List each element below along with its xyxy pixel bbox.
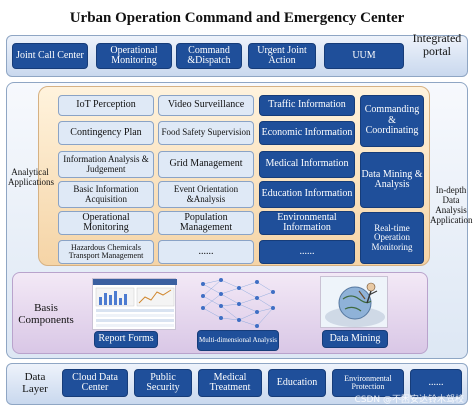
app-medical-information: Medical Information [259,151,355,178]
app-education-information: Education Information [259,181,355,208]
app-population-management: Population Management [158,211,254,235]
analytical-applications-label: Analytical Applications [8,167,54,187]
app-environmental-information: Environmental Information [259,211,355,235]
basis-multi-dimensional-analysis: Multi-dimensional Analysis [197,330,279,351]
in-depth-data-analysis-label: In-depth Data Analysis Application [430,185,473,225]
data-environmental-protection: Environmental Protection [332,369,404,397]
app-hazardous-chemicals: Hazardous Chemicals Transport Management [58,240,154,264]
app-video-surveillance: Video Surveillance [158,95,254,116]
data-medical-treatment: Medical Treatment [198,369,262,397]
data-mining-image [320,276,388,328]
app-iot-perception: IoT Perception [58,95,154,116]
watermark: CSDN @不困安达铃木驾校 [354,395,464,405]
data-ellipsis: ...... [410,369,462,397]
app-information-analysis: Information Analysis & Judgement [58,151,154,178]
portal-command-dispatch: Command &Dispatch [176,43,242,69]
portal-operational-monitoring: Operational Monitoring [96,43,172,69]
app-realtime-operation-monitoring: Real-time Operation Monitoring [360,212,424,264]
portal-joint-call-center: Joint Call Center [12,43,88,69]
diagram-title: Urban Operation Command and Emergency Ce… [69,10,405,26]
integrated-portal-label: Integrated portal [412,31,462,59]
portal-uum: UUM [324,43,404,69]
report-forms-image [92,278,177,330]
app-grid-management: Grid Management [158,151,254,178]
app-ellipsis-col3: ...... [259,240,355,264]
app-data-mining-analysis: Data Mining & Analysis [360,152,424,208]
data-public-security: Public Security [134,369,192,397]
app-economic-information: Economic Information [259,121,355,145]
app-traffic-information: Traffic Information [259,95,355,116]
basis-data-mining: Data Mining [322,330,388,348]
data-education: Education [268,369,326,397]
app-contingency-plan: Contingency Plan [58,121,154,145]
multi-dimensional-analysis-image [197,276,277,334]
data-layer-label: Data Layer [22,371,48,396]
portal-urgent-joint-action: Urgent Joint Action [248,43,316,69]
basis-components-label: Basis Components [18,302,74,327]
app-food-safety-supervision: Food Safety Supervision [158,121,254,145]
app-commanding-coordinating: Commanding & Coordinating [360,95,424,147]
app-basic-information-acquisition: Basic Information Acquisition [58,181,154,208]
app-operational-monitoring: Operational Monitoring [58,211,154,235]
basis-report-forms: Report Forms [94,331,158,348]
data-cloud-data-center: Cloud Data Center [62,369,128,397]
app-ellipsis-col2: ...... [158,240,254,264]
app-event-orientation: Event Orientation &Analysis [158,181,254,208]
